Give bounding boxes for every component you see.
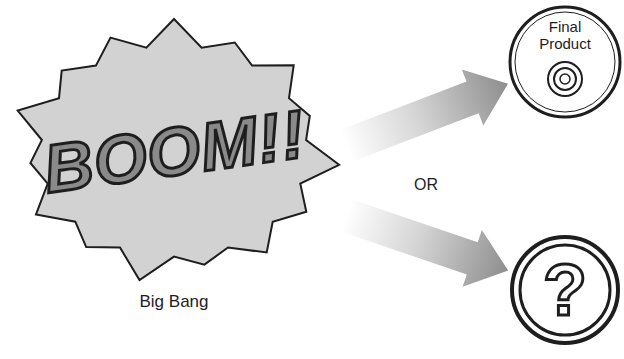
gradient-arrow [341,199,509,287]
node-caption: Big Bang [140,292,209,312]
question-icon: ? [509,234,621,346]
choice-label: OR [414,176,438,194]
explosion-burst: BOOM!! Big Bang [4,16,344,318]
disc-label: Final Product [529,18,601,53]
burst-area: BOOM!! [4,16,344,286]
burst-text: BOOM!! [38,94,309,208]
question-mark: ? [543,254,587,326]
disc-icon: Final Product [508,5,622,119]
gradient-arrow [340,69,508,161]
